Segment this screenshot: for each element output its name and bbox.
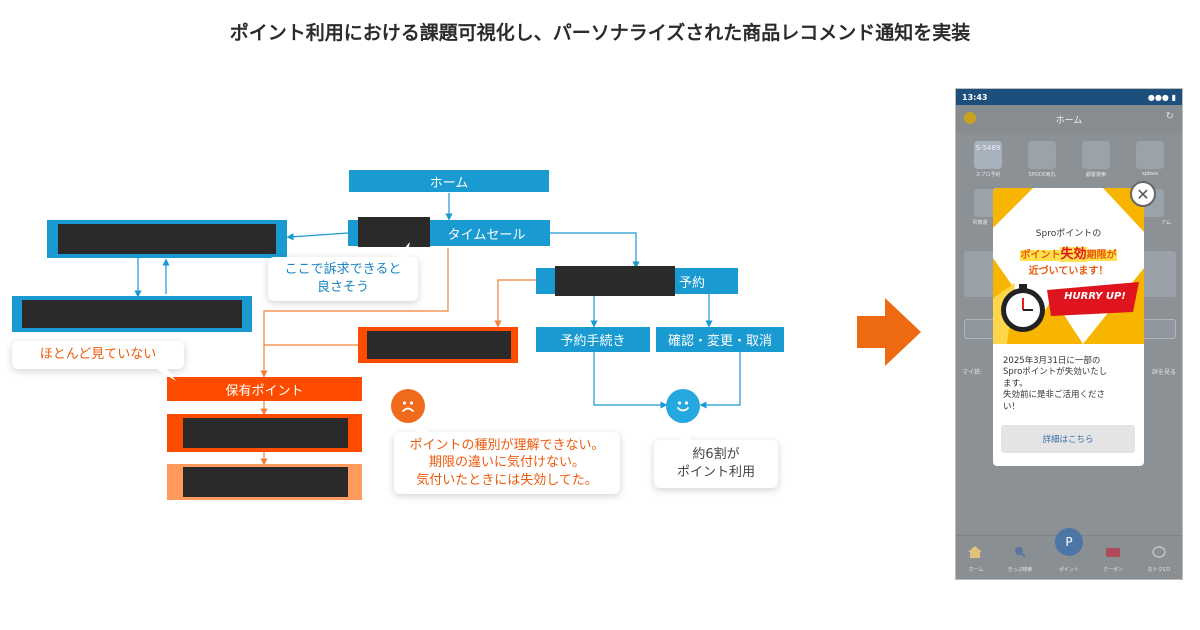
expiry-popup: Sproポイントの ポイント失効期限が 近づいています！ HURRY UP! 2… [993,188,1144,466]
popup-body-2: Sproポイントが失効いたし [1003,367,1108,378]
sad-face-icon [391,389,425,423]
comment-not-seen-text: ほとんど見ていない [39,347,157,363]
flow-timesale-label: タイムセール [447,227,526,243]
redacted-block-orange-low1 [183,418,348,448]
popup-line2a: ポイント [1020,250,1061,261]
comment-problems-tail [410,418,432,434]
phone-header: ホーム ↻ [956,105,1182,133]
tile-label-4: spbwa [1141,171,1159,177]
popup-body-3: ます。 [1003,378,1028,389]
flow-holding-points: 保有ポイント [167,377,362,401]
tile-label-6: アム [1161,220,1171,226]
tile-search[interactable] [1082,141,1110,169]
nav-home[interactable]: ホーム [968,567,984,573]
comment-problems-line3: 気付いたときには失効してた。 [416,472,598,488]
tile-spbwa[interactable] [1136,141,1164,169]
flow-reserve-proc: 予約手続き [536,327,650,352]
phone-header-title: ホーム [1055,115,1083,126]
comment-appeal-line2: 良さそう [316,280,369,295]
refresh-icon[interactable]: ↻ [1165,111,1174,122]
coupon-icon[interactable] [1106,546,1120,558]
flow-holding-points-label: 保有ポイント [225,383,304,399]
comment-usage-line2: ポイント利用 [676,465,755,480]
comment-appeal: ここで訴求できると 良さそう [268,257,418,301]
comment-usage-line1: 約6割が [692,447,740,463]
popup-line2b: 失効 [1060,247,1087,262]
nav-point-badge[interactable]: P [1055,528,1083,556]
smile-face-icon [666,389,700,423]
nav-otoku[interactable]: おトクCO [1147,567,1171,573]
tile-s5489[interactable]: S-5489 [974,141,1002,169]
popup-body-4: 失効前に是非ご活用くださ [1003,390,1106,401]
search-icon[interactable] [1013,546,1027,558]
detail-button[interactable]: 詳細はこちら [1001,425,1135,453]
phone-status-bar: 13:43 ●●● ▮ [956,89,1182,105]
popup-body-1: 2025年3月31日に一部の [1003,356,1101,366]
redacted-block-timesale [358,217,430,247]
comment-problems-line2: 期限の違いに気付けない。 [428,455,585,471]
flow-confirm: 確認・変更・取消 [656,327,784,352]
redacted-block-left-top [58,224,276,254]
comment-appeal-tail [394,242,410,260]
popup-line1: Sproポイントの [1035,229,1102,239]
phone-more-link[interactable]: 詳を見る [1152,369,1177,376]
flow-confirm-label: 確認・変更・取消 [667,334,772,349]
detail-button-label: 詳細はこちら [1042,435,1094,445]
nav-coupon[interactable]: クーポン [1102,567,1123,573]
nav-ticket-search[interactable]: きっぷ検索 [1007,567,1033,573]
popup-banner [993,188,1144,344]
tile-s5489-label: S-5489 [975,144,1001,152]
popup-line2c: 期限が [1086,250,1117,261]
transition-arrow-icon [857,298,921,366]
tile-label-2: SPOCK両丸 [1028,172,1056,178]
tile-label-3: 顧客検索 [1085,172,1106,178]
flow-reserve-label: 予約 [678,275,705,291]
comment-not-seen: ほとんど見ていない [12,341,184,369]
redacted-block-reserve [555,266,675,296]
popup-line2: ポイント失効期限が [993,243,1144,262]
point-badge-label: P [1065,535,1073,549]
comment-problems-line1: ポイントの種別が理解できない。 [409,437,605,453]
popup-body-5: い！ [1003,401,1021,412]
tile-spock[interactable] [1028,141,1056,169]
close-icon[interactable]: ✕ [1130,181,1156,207]
flow-reserve-proc-label: 予約手続き [560,334,626,349]
tile-label-1: スプロ予約 [975,172,1001,178]
comment-usage-tail [678,426,692,442]
flow-home-label: ホーム [429,175,469,191]
coin-icon[interactable] [964,112,976,124]
chat-icon[interactable] [1152,546,1166,558]
redacted-block-orange-mid [367,331,511,359]
status-icons: ●●● ▮ [1147,92,1176,102]
nav-point[interactable]: ポイント [1058,567,1079,573]
hurry-up-label: HURRY UP! [1064,291,1126,302]
phone-bottom-nav: ホーム きっぷ検索 P ポイント クーポン おトクCO [956,528,1182,579]
redacted-block-orange-low2 [183,467,348,497]
flow-home: ホーム [349,170,549,192]
phone-time: 13:43 [962,92,988,102]
page-title: ポイント利用における課題可視化し、パーソナライズされた商品レコメンド通知を実装 [229,22,971,44]
tile-label-5: 列車運 [972,220,988,226]
comment-appeal-line1: ここで訴求できると [284,262,402,278]
home-icon[interactable] [968,546,982,558]
popup-line3: 近づいています！ [1028,266,1109,277]
comment-not-seen-tail [150,365,176,381]
redacted-block-left-mid [22,300,242,328]
popup-body: 2025年3月31日に一部の Sproポイントが失効いたし ます。 失効前に是非… [1003,356,1137,413]
comment-problems: ポイントの種別が理解できない。 期限の違いに気付けない。 気付いたときには失効し… [394,432,620,494]
comment-usage: 約6割が ポイント利用 [654,440,778,488]
phone-my-label: マイ鉄: [962,369,983,376]
